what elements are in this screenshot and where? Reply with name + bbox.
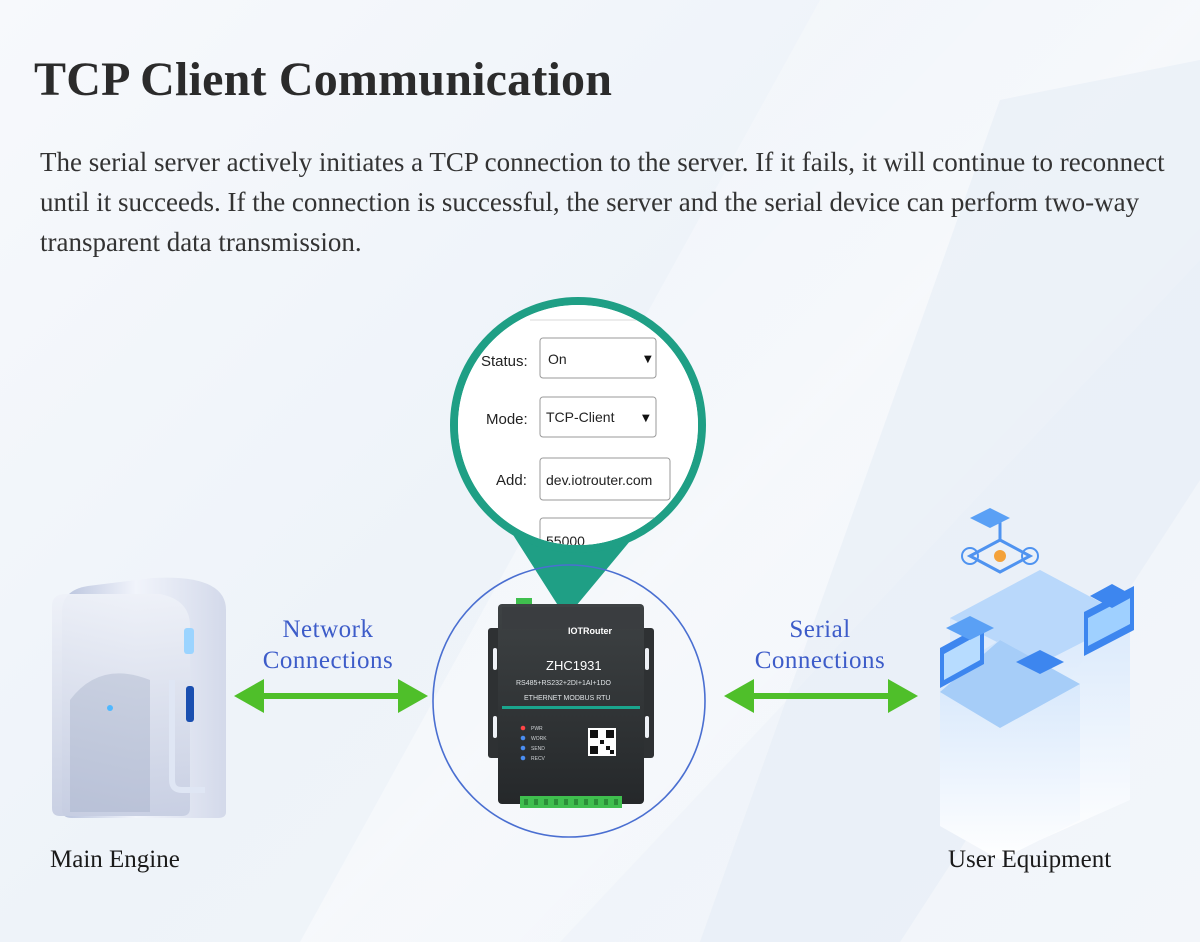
serial-connection-arrow [724, 679, 918, 713]
status-label: Status: [481, 353, 528, 370]
status-select[interactable] [539, 337, 657, 379]
address-label: Add: [496, 472, 527, 489]
description-text: The serial server actively initiates a T… [40, 147, 1165, 257]
led-label: SEND [531, 746, 545, 752]
serial-server-device: IOTRouter ZHC1931 RS485+RS232+2DI+1AI+1D… [488, 598, 654, 808]
device-model: ZHC1931 [546, 658, 602, 673]
led-recv [520, 755, 526, 761]
device-brand: IOTRouter [568, 626, 612, 636]
device-ring [432, 564, 706, 838]
user-equipment-label: User Equipment [948, 846, 1112, 873]
user-equipment-icon [940, 508, 1134, 860]
serial-label-line1: Serial [789, 616, 851, 643]
address-input[interactable] [539, 457, 671, 501]
led-label: RECV [531, 756, 546, 762]
led-send [520, 745, 526, 751]
status-value: On [548, 351, 567, 367]
led-label: WORK [531, 736, 547, 742]
device-type: ETHERNET MODBUS RTU [524, 695, 610, 702]
qr-code-icon [588, 728, 616, 756]
mode-value: TCP-Client [546, 409, 615, 425]
network-connection-arrow [234, 679, 428, 713]
server-tower-icon [52, 577, 226, 818]
led-label: PWR [531, 726, 543, 732]
led-pwr [520, 725, 526, 731]
mode-select[interactable] [539, 396, 657, 438]
chevron-down-icon: ▼ [644, 354, 652, 365]
config-zoom-circle: Status: On ▼ Mode: TCP-Client ▼ Add: dev… [450, 297, 706, 553]
led-work [520, 735, 526, 741]
serial-connections-label: Serial Connections [730, 614, 910, 676]
network-label-line1: Network [282, 616, 374, 643]
chevron-down-icon: ▼ [642, 413, 650, 424]
device-spec: RS485+RS232+2DI+1AI+1DO [516, 680, 612, 687]
address-value: dev.iotrouter.com [546, 472, 652, 488]
mode-label: Mode: [486, 411, 528, 428]
serial-label-line2: Connections [754, 647, 886, 674]
network-connections-label: Network Connections [238, 614, 418, 676]
network-label-line2: Connections [262, 647, 394, 674]
port-value: 55000 [546, 533, 585, 549]
page-title: TCP Client Communication [34, 53, 613, 106]
main-engine-label: Main Engine [50, 846, 180, 873]
